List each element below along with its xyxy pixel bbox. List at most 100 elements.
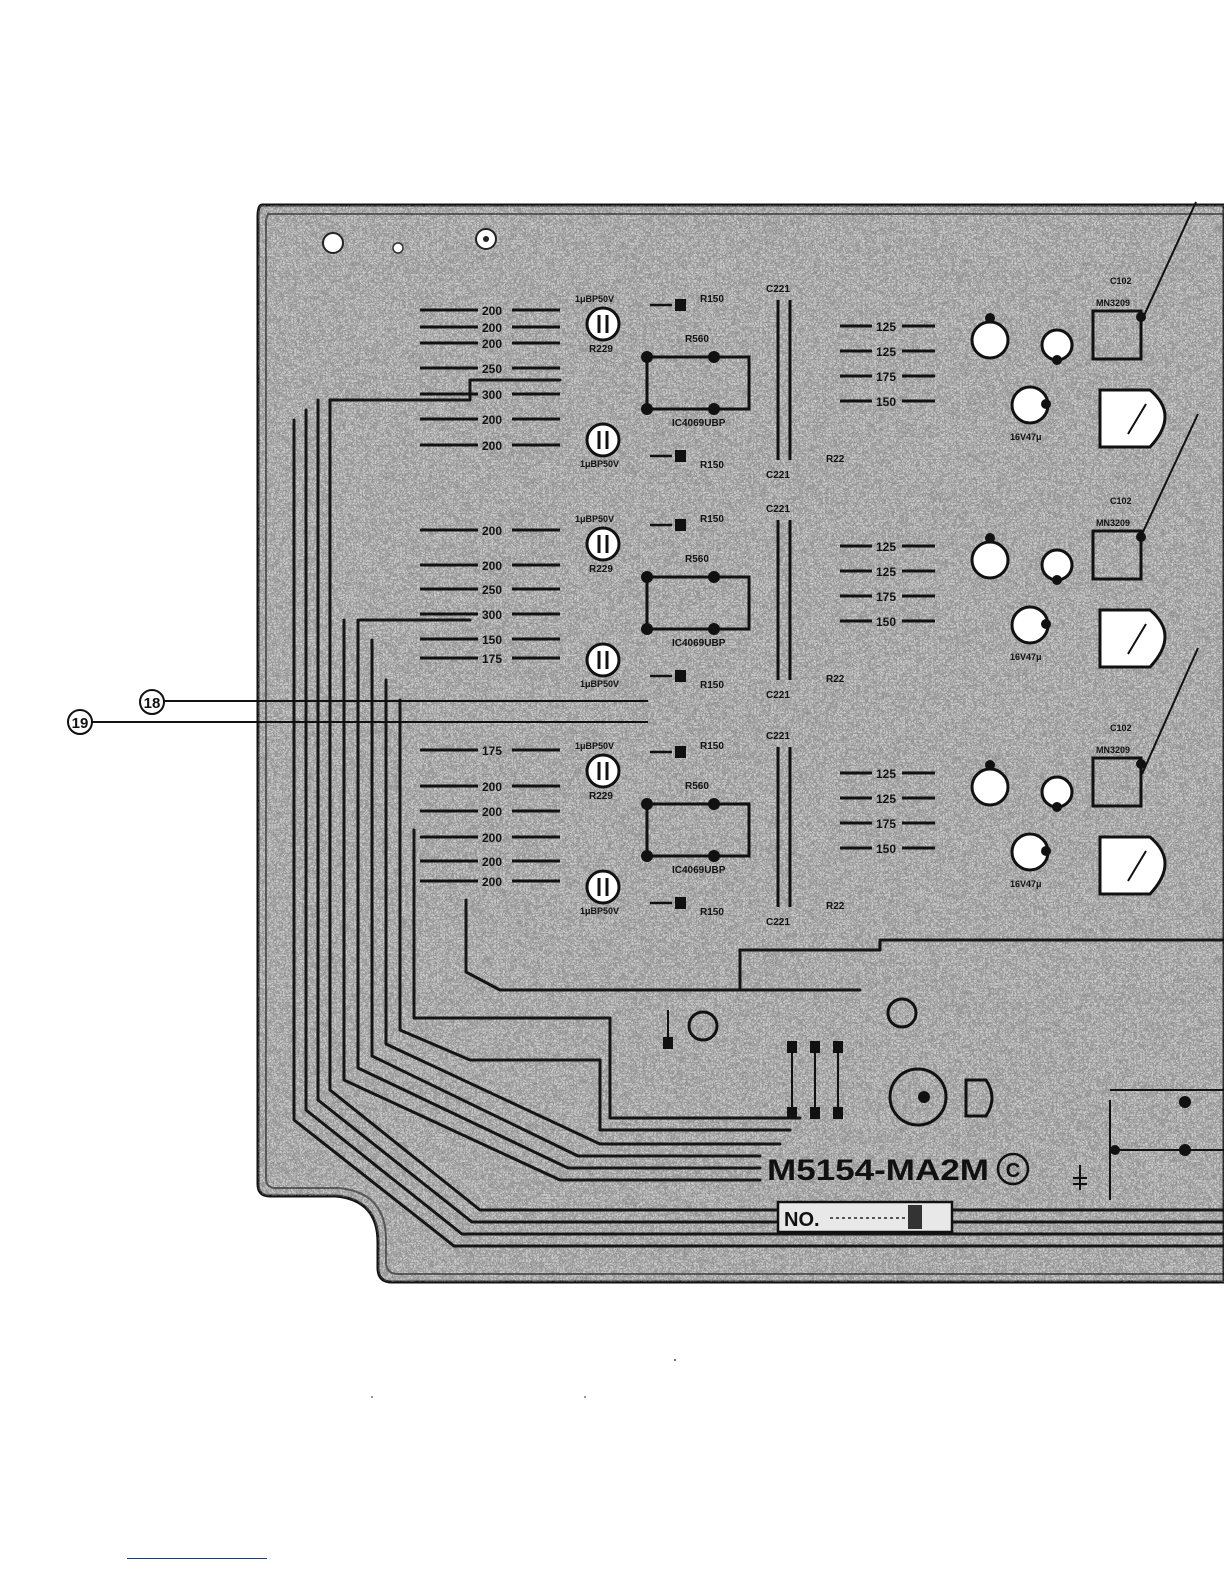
- right-trace-label: 175: [840, 590, 935, 604]
- right-trace-label: 175: [840, 817, 935, 831]
- callout-19: 19: [67, 709, 648, 735]
- trimmer-pot-icon: [1098, 388, 1167, 449]
- part-number: M5154-MA2M: [767, 1154, 989, 1187]
- cap-label: 16V47μ: [1010, 879, 1042, 889]
- channel-block-3: 1752002002002002001μBP50V1μBP50VR229R150…: [420, 723, 1167, 928]
- trace-width-label: 250: [482, 583, 502, 597]
- trace-width-label: 175: [482, 744, 502, 758]
- resistor-label: R560: [685, 781, 709, 792]
- left-trace-label: 200: [420, 337, 560, 351]
- resistor-label: R150: [700, 514, 724, 525]
- right-trace-label: 150: [840, 395, 935, 409]
- trace-width-label: 125: [876, 792, 896, 806]
- transistor-icon: [687, 1010, 719, 1042]
- cap-label: 1μBP50V: [580, 679, 619, 689]
- bipolar-cap-icon: [585, 753, 621, 789]
- right-trace-label: 125: [840, 345, 935, 359]
- left-trace-label: 200: [420, 831, 560, 845]
- trace-width-label: 300: [482, 608, 502, 622]
- footer-rule: [127, 1558, 267, 1559]
- cap-label: 16V47μ: [1010, 652, 1042, 662]
- left-trace-label: 175: [420, 652, 560, 666]
- electrolytic-cap-icon: [1010, 832, 1051, 872]
- trace-width-label: 250: [482, 362, 502, 376]
- ic-footprint: [641, 798, 751, 862]
- transistor-icon: [1040, 775, 1074, 812]
- trace-width-label: 175: [876, 817, 896, 831]
- left-trace-label: 200: [420, 875, 560, 889]
- trace-width-label: 200: [482, 337, 502, 351]
- electrolytic-cap-icon: [888, 1067, 948, 1127]
- left-trace-label: 300: [420, 608, 560, 622]
- resistor-label: R560: [685, 554, 709, 565]
- trace-width-label: 200: [482, 855, 502, 869]
- cap-label: C221: [766, 284, 790, 295]
- left-trace-label: 200: [420, 524, 560, 538]
- cap-label: C102: [1110, 496, 1132, 506]
- bipolar-cap-icon: [585, 306, 621, 342]
- cap-label: 1μBP50V: [580, 459, 619, 469]
- svg-text:C: C: [1006, 1160, 1020, 1182]
- cap-label: 16V47μ: [1010, 432, 1042, 442]
- ic-label: IC4069UBP: [672, 865, 726, 876]
- right-trace-label: 125: [840, 320, 935, 334]
- resistor-label: R150: [700, 294, 724, 305]
- transistor-icon: [1040, 548, 1074, 585]
- resistor-label: R150: [700, 907, 724, 918]
- cap-label: C102: [1110, 723, 1132, 733]
- right-trace-label: 125: [840, 540, 935, 554]
- resistor-label: R150: [700, 741, 724, 752]
- ic-label: IC4069UBP: [672, 638, 726, 649]
- trace-width-label: 200: [482, 875, 502, 889]
- resistor-pad: [675, 670, 686, 682]
- transistor-icon: [1040, 328, 1074, 365]
- ic-footprint: [641, 571, 751, 635]
- cap-label: C221: [766, 917, 790, 928]
- left-trace-label: 200: [420, 559, 560, 573]
- resistor-label: R22: [826, 901, 845, 912]
- serial-number-box: NO.: [776, 1200, 954, 1234]
- trace-width-label: 300: [482, 388, 502, 402]
- left-trace-label: 200: [420, 304, 560, 318]
- resistor-label: R150: [700, 460, 724, 471]
- channel-block-2: 2002002503001501751μBP50V1μBP50VR229R150…: [420, 496, 1167, 701]
- bipolar-cap-icon: [585, 869, 621, 905]
- stray-dot: [584, 1396, 586, 1398]
- trimmer-pot-icon: [1098, 835, 1167, 896]
- chip-label: MN3209: [1096, 298, 1130, 308]
- transistor-icon: [970, 533, 1010, 580]
- trace-width-label: 150: [876, 842, 896, 856]
- trace-width-label: 125: [876, 320, 896, 334]
- cap-label: C221: [766, 470, 790, 481]
- callout-18: 18: [139, 689, 648, 715]
- svg-text:19: 19: [72, 715, 89, 732]
- channel-block-1: 2002002002503002002001μBP50V1μBP50VR229R…: [420, 276, 1167, 481]
- trace-width-label: 125: [876, 565, 896, 579]
- left-trace-label: 200: [420, 439, 560, 453]
- trace-width-label: 200: [482, 780, 502, 794]
- resistor-label: R150: [700, 680, 724, 691]
- cap-label: C221: [766, 504, 790, 515]
- resistor-label: R22: [826, 454, 845, 465]
- right-trace-label: 125: [840, 565, 935, 579]
- leader-lines: [1141, 201, 1199, 775]
- transistor-icon: [970, 313, 1010, 360]
- bbd-chip: [1091, 529, 1146, 581]
- trace-width-label: 200: [482, 831, 502, 845]
- trace-width-label: 125: [876, 345, 896, 359]
- svg-text:18: 18: [144, 695, 161, 712]
- trace-width-label: 125: [876, 767, 896, 781]
- chip-label: MN3209: [1096, 745, 1130, 755]
- transistor-icon: [970, 760, 1010, 807]
- chip-label: MN3209: [1096, 518, 1130, 528]
- right-trace-label: 150: [840, 842, 935, 856]
- cap-label: C102: [1110, 276, 1132, 286]
- trace-width-label: 200: [482, 524, 502, 538]
- ic-footprint: [641, 351, 751, 415]
- trace-width-label: 150: [482, 633, 502, 647]
- electrolytic-cap-icon: [1010, 385, 1051, 425]
- cap-label: 1μBP50V: [580, 906, 619, 916]
- right-trace-label: 125: [840, 792, 935, 806]
- stray-dot: [371, 1396, 373, 1398]
